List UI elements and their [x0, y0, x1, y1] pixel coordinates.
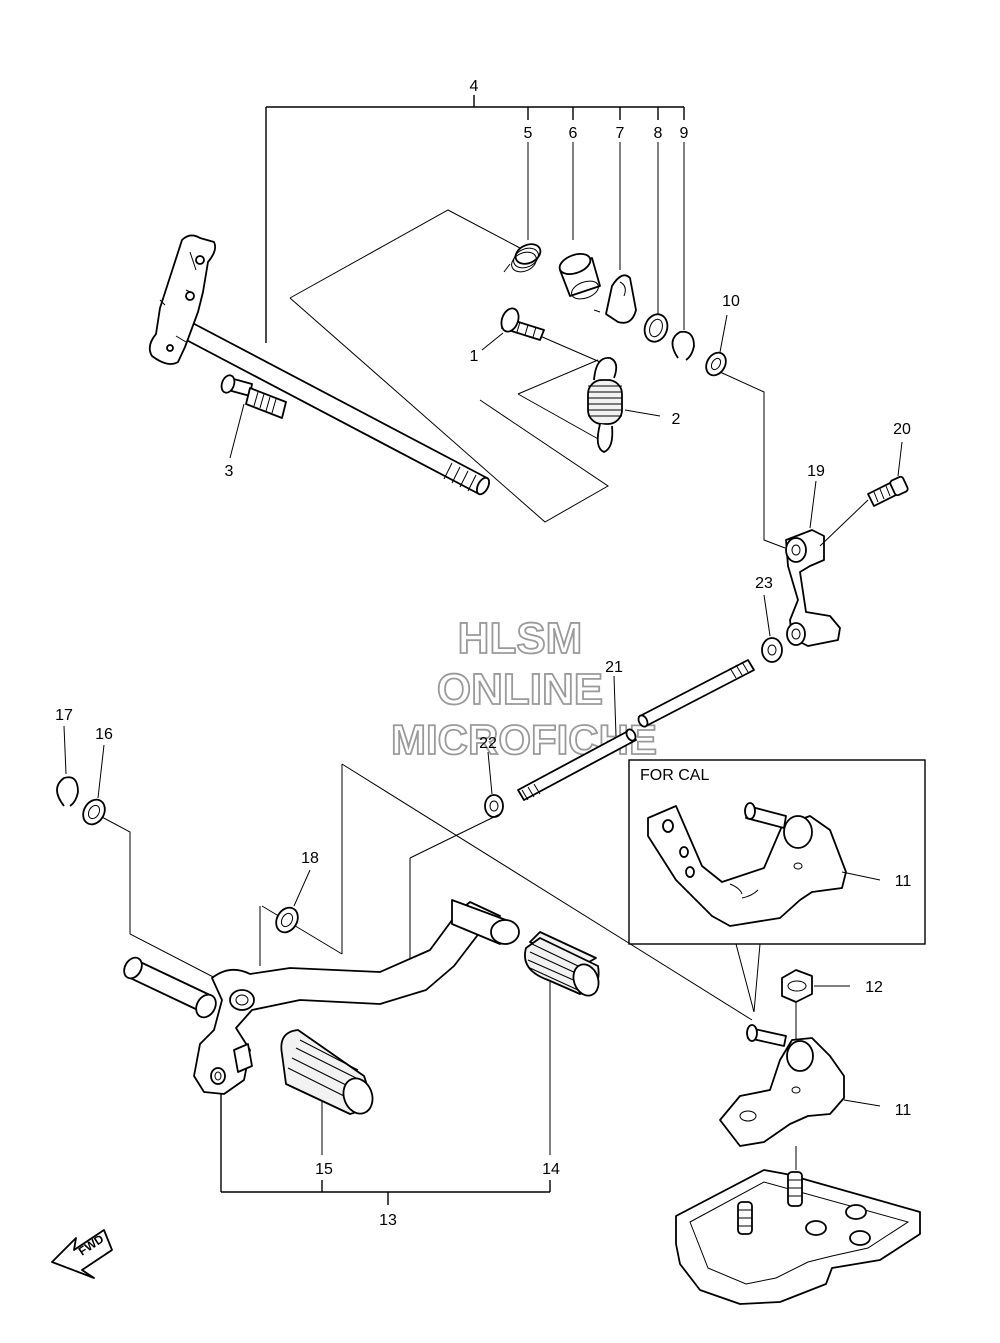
footrest-plate — [675, 1146, 921, 1305]
shift-shaft-assembly — [148, 234, 491, 496]
callout-19: 19 — [807, 463, 825, 480]
part-7-spring-hook — [593, 274, 637, 324]
part-8-ring — [643, 313, 669, 343]
part-16-washer — [82, 744, 106, 826]
callout-23: 23 — [755, 575, 773, 592]
part-1-bolt — [481, 307, 545, 351]
watermark-line-2: ONLINE — [437, 665, 603, 714]
callout-12: 12 — [865, 979, 883, 996]
part-9-circlip — [671, 330, 695, 361]
part-12-nut — [781, 969, 850, 1040]
part-13-shift-pedal — [123, 899, 520, 1095]
callout-14: 14 — [542, 1161, 560, 1178]
part-3-bolt — [220, 374, 287, 459]
callout-16: 16 — [95, 726, 113, 743]
callout-4: 4 — [470, 78, 479, 95]
guide-lines-top — [289, 209, 786, 549]
fwd-arrow: FWD — [51, 1229, 113, 1279]
part-20-bolt — [867, 441, 909, 507]
callout-10: 10 — [722, 293, 740, 310]
part-15-rubber — [280, 1029, 374, 1155]
callout-20: 20 — [893, 421, 911, 438]
part-11-bracket — [719, 1024, 881, 1147]
callout-1: 1 — [470, 348, 479, 365]
inset-for-cal: FOR CAL — [628, 759, 926, 1013]
watermark-line-1: HLSM — [458, 614, 583, 663]
callout-8: 8 — [654, 125, 663, 142]
callout-21: 21 — [605, 659, 623, 676]
callout-numbers: 4 5 6 7 8 9 10 1 2 3 20 19 23 21 22 17 1… — [55, 78, 911, 1229]
part-19-shift-arm — [785, 480, 869, 647]
callout-6: 6 — [569, 125, 578, 142]
callout-11: 11 — [895, 1102, 912, 1119]
part-2-spring — [587, 357, 661, 453]
callout-2: 2 — [672, 411, 681, 428]
part-6-collar — [558, 253, 601, 300]
callout-22: 22 — [479, 735, 497, 752]
callout-15: 15 — [315, 1161, 333, 1178]
part-21-shift-rod — [517, 659, 755, 801]
callout-7: 7 — [616, 125, 625, 142]
part-14-rubber — [524, 931, 600, 1155]
part-18-washer — [275, 869, 311, 934]
part-10-washer — [705, 314, 728, 377]
bracket-4 — [265, 95, 685, 343]
callout-18: 18 — [301, 850, 319, 867]
callout-11-inset: 11 — [895, 873, 912, 890]
guide-lines-bottom — [99, 763, 753, 1021]
bracket-13 — [220, 1094, 551, 1205]
callout-9: 9 — [680, 125, 689, 142]
part-17-circlip — [56, 725, 79, 807]
part-5-torsion-spring — [503, 243, 542, 273]
callout-13: 13 — [379, 1212, 397, 1229]
part-23-nut — [761, 594, 783, 663]
callout-5: 5 — [524, 125, 533, 142]
inset-label: FOR CAL — [640, 767, 709, 784]
callout-17: 17 — [55, 707, 73, 724]
callout-3: 3 — [225, 463, 234, 480]
